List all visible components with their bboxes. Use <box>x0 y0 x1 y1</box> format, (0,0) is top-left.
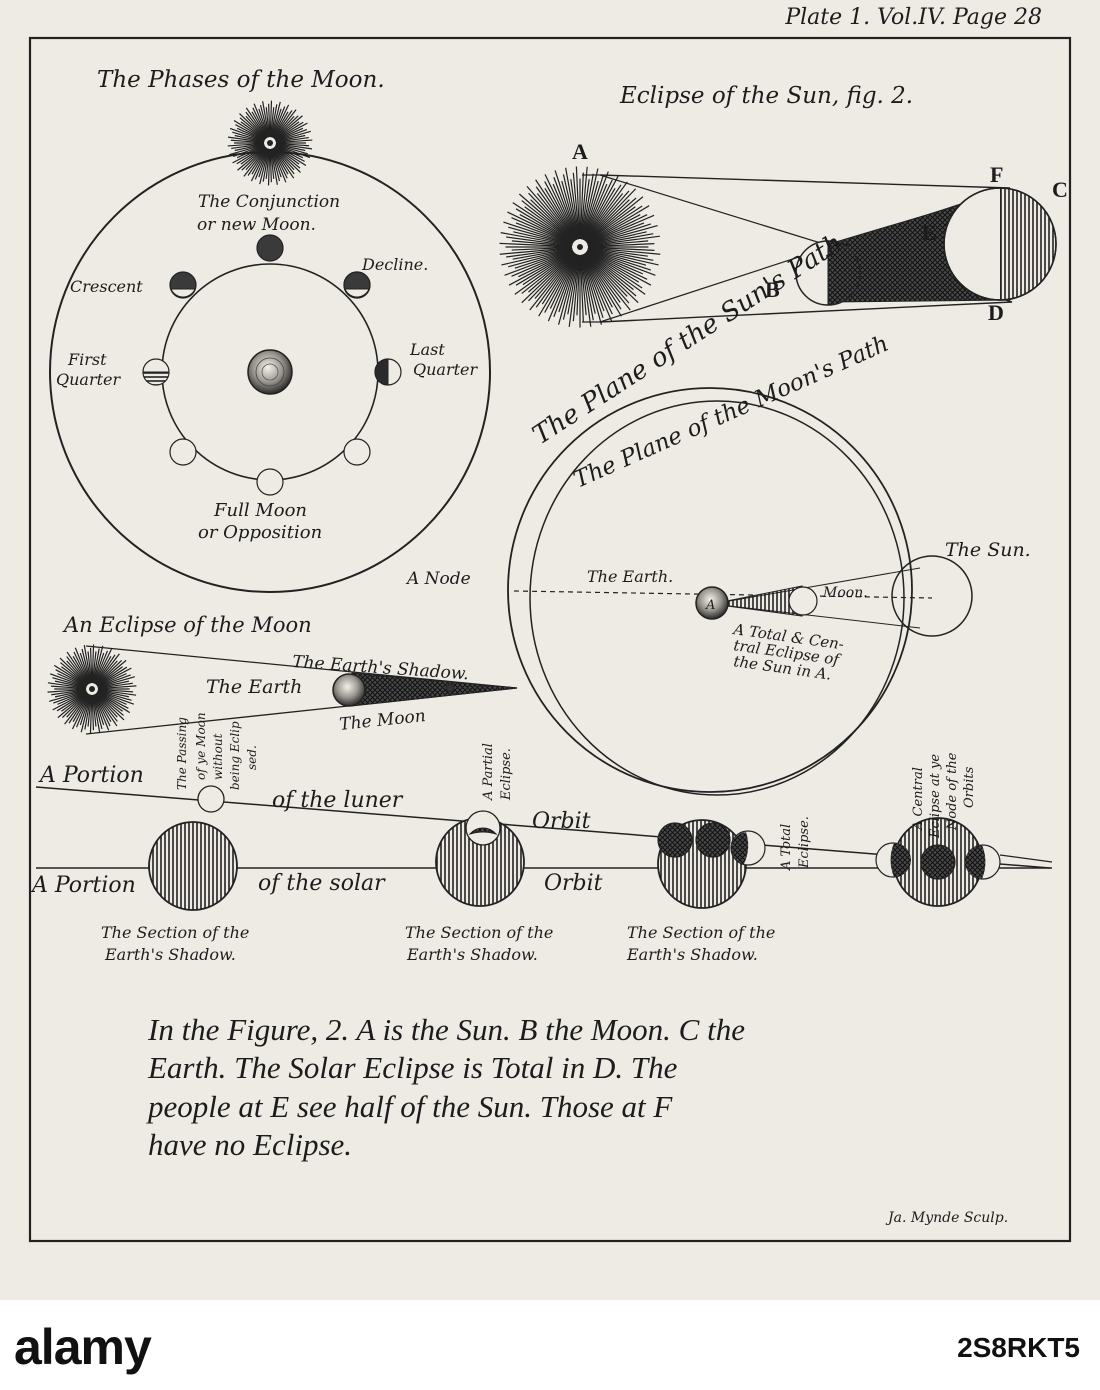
solar-portion-label: A Portion <box>30 873 136 898</box>
central-label-2: Eclipse at ye <box>928 754 943 839</box>
last-quarter-moon-icon <box>374 358 402 386</box>
caption-line-2: Earth. The Solar Eclipse is Total in D. … <box>147 1050 678 1085</box>
the-earth-label: The Earth. <box>587 567 673 586</box>
section-label-2b: Earth's Shadow. <box>406 945 538 964</box>
last-quarter-label-2: Quarter <box>413 360 479 379</box>
phases-title: The Phases of the Moon. <box>97 67 385 93</box>
section-label-3a: The Section of the <box>627 923 775 942</box>
sun-path-circle <box>507 387 913 793</box>
earth-center-icon <box>247 349 293 395</box>
passing-label-4: being Eclip <box>228 721 242 790</box>
full-moon-icon <box>256 468 284 496</box>
engraver-signature: Ja. Mynde Sculp. <box>885 1210 1008 1226</box>
lunar-eclipse-figure: An Eclipse of the Moon The Earth's Shado… <box>47 613 518 735</box>
lunar-orbit-label: Orbit <box>532 809 591 834</box>
passing-label-5: sed. <box>245 745 259 770</box>
solar-of-label: of the solar <box>258 871 386 896</box>
node-label: A Node <box>405 569 471 589</box>
planes-of-paths-figure: A The Plane of the Sun's Path. The Plane… <box>405 224 1031 796</box>
earth-a-letter: A <box>705 598 715 613</box>
solar-eclipse-figure: Eclipse of the Sun, fig. 2. A B C D E F <box>499 83 1068 328</box>
passing-label-2: of ye Moon <box>194 712 208 780</box>
astronomy-plate-diagram: Plate 1. Vol.IV. Page 28 The Phases of t… <box>28 5 1072 1243</box>
letter-d: D <box>988 300 1004 325</box>
plate-border <box>28 36 1072 1243</box>
lunar-eclipse-title: An Eclipse of the Moon <box>62 613 312 637</box>
section-label-3b: Earth's Shadow. <box>626 945 758 964</box>
last-quarter-label-1: Last <box>409 340 445 359</box>
lunar-portion-label: A Portion <box>38 763 144 788</box>
full-moon-label: Full Moon <box>213 500 307 521</box>
letter-f: F <box>990 162 1003 187</box>
central-label-3: Node of the <box>945 752 960 831</box>
watermark-image-id: 2S8RKT5 <box>957 1332 1080 1363</box>
plate-reference: Plate 1. Vol.IV. Page 28 <box>784 5 1042 30</box>
total-moon-icon-2 <box>695 822 731 858</box>
sun-rays-icon <box>499 166 661 328</box>
first-quarter-label-1: First <box>67 350 107 369</box>
moon-small-label: Moon. <box>822 585 868 601</box>
earth-c-icon <box>943 187 1057 301</box>
conjunction-label: The Conjunction <box>198 192 340 212</box>
letter-b: B <box>765 277 780 302</box>
new-moon-label: or new Moon. <box>197 215 316 235</box>
crescent-label: Crescent <box>70 277 143 296</box>
letter-a: A <box>572 139 588 164</box>
decline-moon-icon <box>343 271 371 299</box>
watermark-strip <box>0 1300 1100 1390</box>
decline-label: Decline. <box>361 255 428 274</box>
letter-e: E <box>922 220 937 245</box>
lunar-of-label: of the luner <box>272 788 404 813</box>
partial-label-2: Eclipse. <box>499 748 514 801</box>
central-moon-icon <box>920 844 956 880</box>
caption-line-1: In the Figure, 2. A is the Sun. B the Mo… <box>147 1012 745 1047</box>
solar-orbit-label: Orbit <box>544 871 603 896</box>
passing-label-1: The Passing <box>175 717 189 790</box>
the-earth-lunar-label: The Earth <box>206 676 302 698</box>
central-label-1: A Central <box>911 767 926 831</box>
moon-lunar-icon <box>445 683 455 693</box>
section-label-1b: Earth's Shadow. <box>104 945 236 964</box>
opposition-label: or Opposition <box>198 522 322 543</box>
engraved-plate <box>0 0 1100 1300</box>
sun-small-icon <box>891 555 973 637</box>
earth-lunar-icon <box>332 673 366 707</box>
first-quarter-moon-icon <box>142 358 170 386</box>
sun-rays-icon <box>47 644 137 734</box>
partial-label-1: A Partial <box>481 743 496 801</box>
orbit-sections-figure: A Portion of the luner Orbit A Portion o… <box>30 712 1053 964</box>
gibbous-moon-left-icon <box>169 438 197 466</box>
central-label-4: Orbits <box>962 766 977 808</box>
total-eclipse-label-2: Eclipse. <box>797 816 812 869</box>
moon-path-label: The Plane of the Moon's Path <box>570 331 893 494</box>
total-moon-icon-1 <box>657 822 693 858</box>
letter-c: C <box>1052 177 1068 202</box>
earth-a-icon <box>695 586 729 620</box>
new-moon-icon <box>256 234 284 262</box>
shadow-section-1 <box>148 821 238 911</box>
caption-line-4: have no Eclipse. <box>148 1127 352 1162</box>
total-eclipse-label-1: A Total <box>779 824 794 871</box>
moon-small-icon <box>788 586 818 616</box>
gibbous-moon-right-icon <box>343 438 371 466</box>
the-sun-label: The Sun. <box>945 539 1031 561</box>
caption-block: In the Figure, 2. A is the Sun. B the Mo… <box>146 1012 745 1162</box>
the-moon-lunar-label: The Moon <box>338 706 426 735</box>
passing-moon-icon <box>197 785 225 813</box>
crescent-moon-icon <box>169 271 197 299</box>
sun-rays-icon <box>227 100 313 186</box>
phases-of-moon-figure: The Phases of the Moon. <box>49 67 491 593</box>
section-label-1a: The Section of the <box>101 923 249 942</box>
watermark-logo: alamy <box>14 1319 152 1375</box>
passing-label-3: without <box>211 733 225 780</box>
first-quarter-label-2: Quarter <box>56 370 122 389</box>
section-label-2a: The Section of the <box>405 923 553 942</box>
solar-eclipse-title: Eclipse of the Sun, fig. 2. <box>619 83 913 109</box>
caption-line-3: people at E see half of the Sun. Those a… <box>146 1089 673 1124</box>
